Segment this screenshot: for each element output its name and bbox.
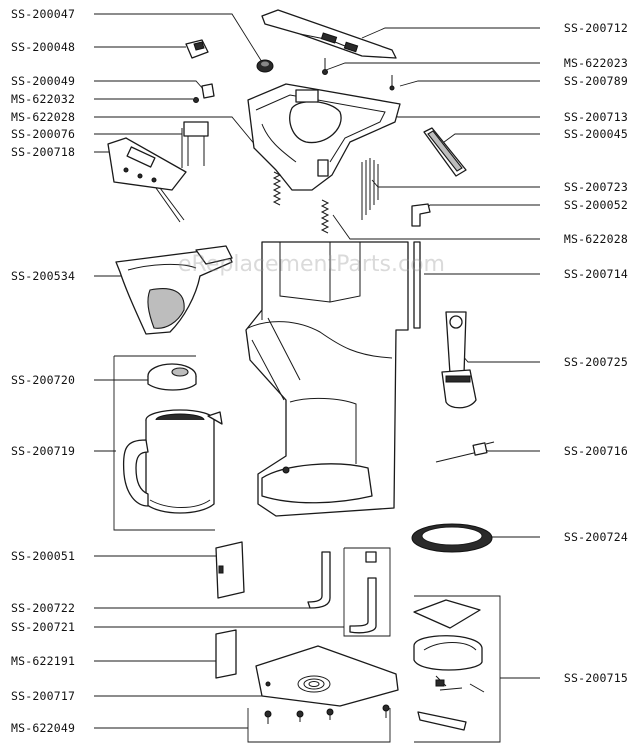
- control-panel-part: [107, 121, 209, 223]
- tank-part: [215, 541, 245, 599]
- part-label-ss-200725[interactable]: SS-200725: [563, 355, 628, 369]
- part-label-ms-622032[interactable]: MS-622032: [11, 92, 76, 106]
- part-label-ss-200721[interactable]: SS-200721: [11, 620, 76, 634]
- spring-parts: [272, 171, 330, 234]
- part-label-ss-200048[interactable]: SS-200048: [11, 40, 76, 54]
- base-part: [255, 645, 399, 707]
- small-clip-part: [193, 83, 215, 103]
- part-label-ss-200045[interactable]: SS-200045: [563, 127, 628, 141]
- watermark-text: eReplacementParts.com: [178, 252, 445, 277]
- part-label-ss-200722[interactable]: SS-200722: [11, 601, 76, 615]
- part-label-ss-200723[interactable]: SS-200723: [563, 180, 628, 194]
- part-label-ms-622028-left[interactable]: MS-622028: [11, 110, 76, 124]
- part-label-ss-200047[interactable]: SS-200047: [11, 7, 76, 21]
- carafe-part: [122, 409, 223, 514]
- rod-part: [413, 241, 421, 329]
- tube-parts: [307, 551, 377, 634]
- part-label-ss-200719[interactable]: SS-200719: [11, 444, 76, 458]
- main-body-part: [245, 241, 409, 517]
- pump-part: [441, 311, 477, 409]
- feet-screw-parts: [264, 704, 390, 724]
- part-label-ss-200715[interactable]: SS-200715: [563, 671, 628, 685]
- knob-part: [256, 59, 274, 73]
- part-label-ss-200716[interactable]: SS-200716: [563, 444, 628, 458]
- part-label-ms-622028-right[interactable]: MS-622028: [563, 232, 628, 246]
- valve-part: [411, 203, 431, 227]
- label-plate-part: [215, 629, 237, 679]
- power-cord-part: [435, 441, 495, 463]
- part-label-ms-622023[interactable]: MS-622023: [563, 56, 628, 70]
- part-label-ss-200076[interactable]: SS-200076: [11, 127, 76, 141]
- top-lid-part: [261, 9, 397, 59]
- part-label-ss-200718[interactable]: SS-200718: [11, 145, 76, 159]
- part-label-ss-200714[interactable]: SS-200714: [563, 267, 628, 281]
- electronics-kit-part: [413, 599, 485, 731]
- part-label-ss-200720[interactable]: SS-200720: [11, 373, 76, 387]
- part-label-ss-200789[interactable]: SS-200789: [563, 74, 628, 88]
- filter-basket-part: [115, 245, 233, 335]
- warming-plate-part: [411, 523, 493, 553]
- carafe-lid-part: [147, 363, 197, 391]
- heating-element-part: [361, 158, 379, 220]
- part-label-ss-200052[interactable]: SS-200052: [563, 198, 628, 212]
- part-label-ms-622049[interactable]: MS-622049: [11, 721, 76, 735]
- part-label-ss-200534[interactable]: SS-200534: [11, 269, 76, 283]
- part-label-ss-200713[interactable]: SS-200713: [563, 110, 628, 124]
- clip-part: [185, 39, 209, 59]
- screw-parts: [322, 58, 395, 91]
- part-label-ms-622191[interactable]: MS-622191: [11, 654, 76, 668]
- upper-housing-part: [247, 83, 401, 191]
- part-label-ss-200051[interactable]: SS-200051: [11, 549, 76, 563]
- handle-part: [423, 127, 467, 177]
- part-label-ss-200712[interactable]: SS-200712: [563, 21, 628, 35]
- part-label-ss-200717[interactable]: SS-200717: [11, 689, 76, 703]
- part-label-ss-200049[interactable]: SS-200049: [11, 74, 76, 88]
- part-label-ss-200724[interactable]: SS-200724: [563, 530, 628, 544]
